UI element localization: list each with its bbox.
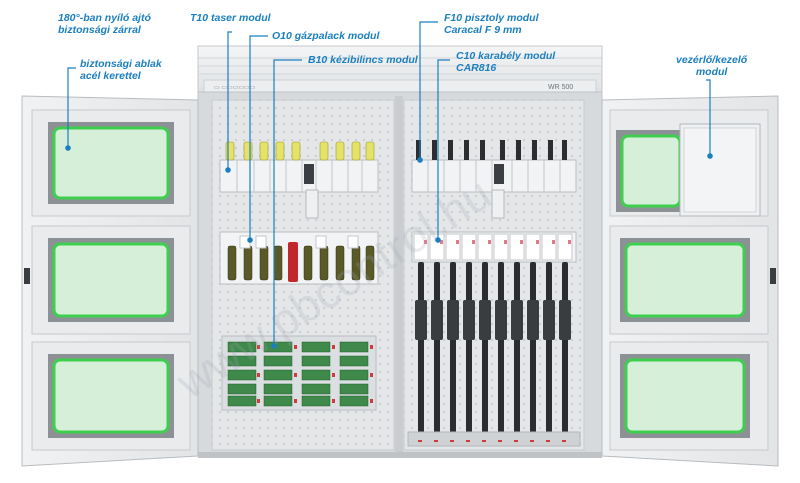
left-door[interactable]: [21, 95, 199, 467]
model-label: WR 500: [548, 84, 573, 91]
left-window-middle: [48, 238, 174, 322]
callout-pistol-module: F10 pisztoly modul Caracal F 9 mm: [444, 12, 539, 36]
right-window-bottom: [620, 354, 750, 438]
left-window-top: [48, 122, 174, 204]
gas-canister-module: [219, 231, 379, 285]
pistol-module: [411, 140, 577, 219]
taser-module: [219, 141, 379, 219]
callout-controller-module: vezérlő/kezelő modul: [676, 54, 748, 78]
cabinet-top: ▭ ▭▭▭▭▭▭ WR 500: [197, 45, 603, 93]
right-door-lock[interactable]: [770, 268, 776, 284]
callout-lines: [65, 21, 713, 349]
callout-handcuff-module: B10 kézibilincs modul: [308, 54, 418, 66]
controller-module-box[interactable]: [679, 123, 761, 217]
callout-security-window: biztonsági ablak acél kerettel: [80, 58, 162, 82]
left-window-bottom: [48, 354, 174, 438]
left-door-lock[interactable]: [24, 268, 30, 284]
right-window-top: [616, 130, 686, 212]
right-door[interactable]: [601, 95, 779, 467]
callout-taser-module: T10 taser modul: [190, 12, 271, 24]
maker-logo: ▭ ▭▭▭▭▭▭: [214, 85, 256, 91]
callout-door-lock: 180°-ban nyíló ajtó biztonsági zárral: [58, 12, 151, 36]
callout-gas-module: O10 gázpalack modul: [272, 30, 380, 42]
right-window-middle: [620, 238, 750, 322]
callout-rifle-module: C10 karabély modul CAR816: [456, 50, 556, 74]
right-backplate: [403, 99, 585, 451]
handcuff-module: [221, 335, 377, 411]
